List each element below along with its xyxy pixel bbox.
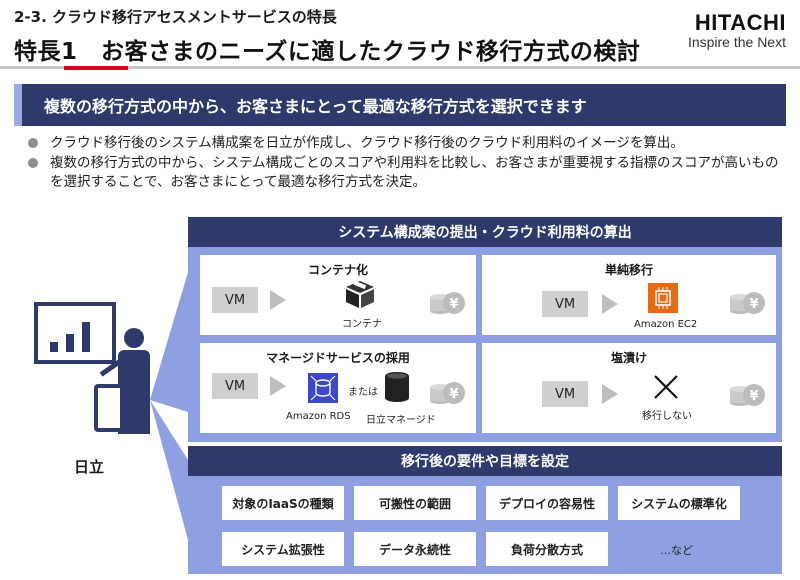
bullet-text: 複数の移行方式の中から、システム構成ごとのスコアや利用料を比較し、お客さまが重要… (50, 155, 779, 190)
more-label: …など (660, 544, 693, 557)
yen-coins-icon: ¥ (430, 292, 465, 314)
key-message-banner: 複数の移行方式の中から、お客さまにとって最適な移行方式を選択できます (14, 84, 786, 126)
cross-icon (654, 375, 678, 399)
target-label: Amazon EC2 (634, 319, 698, 330)
arrow-right-icon (602, 294, 618, 314)
bullet-list: クラウド移行後のシステム構成案を日立が作成し、クラウド移行後のクラウド利用料のイ… (24, 134, 784, 193)
brand-name: HITACHI (694, 10, 786, 35)
brand-tagline: Inspire the Next (687, 34, 786, 50)
bullet-text: クラウド移行後のシステム構成案を日立が作成し、クラウド移行後のクラウド利用料のイ… (50, 135, 684, 151)
svg-text:¥: ¥ (449, 387, 458, 402)
arrow-right-icon (270, 290, 286, 310)
card-rehost: 単純移行 VM Amazon EC2 ¥ (482, 255, 776, 335)
requirement-item: デプロイの容易性 (486, 486, 608, 520)
callout-bottom-triangle (150, 400, 188, 540)
proposal-panel-title: システム構成案の提出・クラウド利用料の算出 (188, 217, 782, 247)
target-label: 移行しない (642, 411, 692, 422)
bullet-item: クラウド移行後のシステム構成案を日立が作成し、クラウド移行後のクラウド利用料のイ… (24, 134, 784, 153)
presentation-board-icon (34, 302, 116, 364)
banner-accent (14, 84, 22, 126)
chart-bar-icon (50, 342, 58, 352)
svg-text:¥: ¥ (449, 297, 458, 312)
rds-label: Amazon RDS (286, 411, 351, 422)
chart-bar-icon (66, 334, 74, 352)
requirement-item: データ永続性 (354, 532, 476, 566)
requirement-item: 負荷分散方式 (486, 532, 608, 566)
requirement-item: システムの標準化 (618, 486, 740, 520)
card-title: コンテナ化 (307, 263, 368, 277)
card-retain: 塩漬け VM 移行しない ¥ (482, 343, 776, 433)
svg-text:¥: ¥ (749, 389, 758, 404)
bullet-dot-icon (28, 158, 38, 168)
presenter-head-icon (124, 328, 144, 348)
card-title: 単純移行 (604, 263, 653, 277)
vm-box: VM (212, 373, 258, 399)
card-title: マネージドサービスの採用 (266, 351, 410, 365)
vm-box: VM (542, 291, 588, 317)
bullet-item: 複数の移行方式の中から、システム構成ごとのスコアや利用料を比較し、お客さまが重要… (24, 154, 784, 192)
card-title: 塩漬け (610, 351, 647, 365)
podium-icon (94, 384, 124, 432)
target-label: コンテナ (342, 319, 382, 330)
requirement-item: システム拡張性 (222, 532, 344, 566)
amazon-ec2-icon (648, 283, 678, 313)
arrow-right-icon (270, 376, 286, 396)
or-label: または (348, 387, 378, 398)
requirement-item: 対象のIaaSの種類 (222, 486, 344, 520)
brand-logo: HITACHI Inspire the Next (688, 10, 786, 50)
svg-text:¥: ¥ (749, 297, 758, 312)
yen-coins-icon: ¥ (730, 384, 765, 406)
container-box-icon (346, 280, 374, 308)
page-title: 特長1 お客さまのニーズに適したクラウド移行方式の検討 (14, 39, 641, 65)
requirements-panel-title: 移行後の要件や目標を設定 (188, 446, 782, 476)
requirement-item: 可搬性の範囲 (354, 486, 476, 520)
card-containerization: コンテナ化 VM コンテナ ¥ (200, 255, 476, 335)
bullet-dot-icon (28, 138, 38, 148)
actor-label: 日立 (74, 458, 105, 476)
arrow-right-icon (602, 384, 618, 404)
section-subtitle: 2-3. クラウド移行アセスメントサービスの特長 (14, 8, 337, 26)
callout-top-triangle (150, 272, 188, 412)
hitachi-managed-label: 日立マネージド (366, 415, 436, 426)
card-managed-service: マネージドサービスの採用 VM または Amazon RDS 日立マネージド ¥ (200, 343, 476, 433)
database-icon (385, 372, 409, 402)
vm-box: VM (212, 287, 258, 313)
yen-coins-icon: ¥ (730, 292, 765, 314)
header-accent-bar (64, 66, 128, 70)
vm-box: VM (542, 381, 588, 407)
amazon-rds-icon (308, 373, 338, 403)
header-divider (0, 66, 800, 69)
yen-coins-icon: ¥ (430, 382, 465, 404)
chart-bar-icon (82, 322, 90, 352)
